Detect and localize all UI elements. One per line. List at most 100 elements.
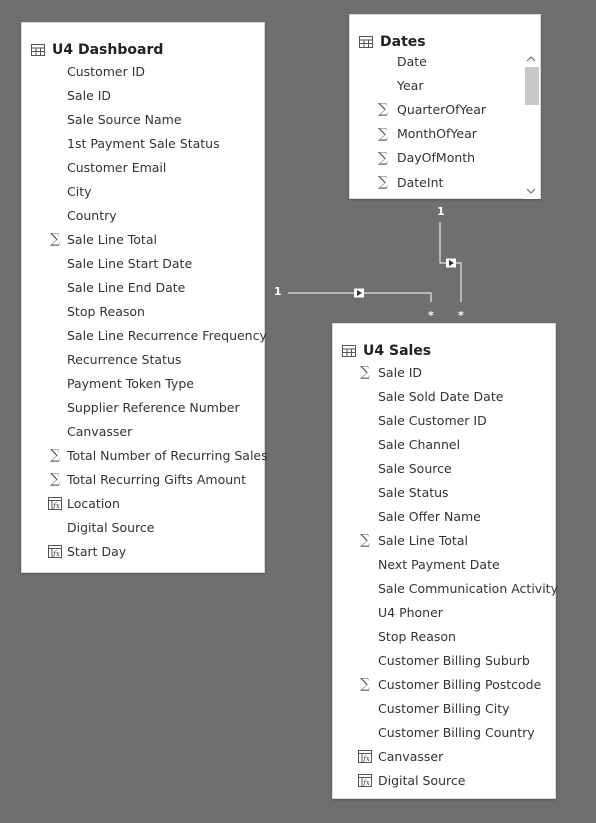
field-label: City [67,183,92,199]
field-row[interactable]: Canvasser [22,421,264,441]
field-row[interactable]: Next Payment Date [333,554,555,574]
table-icon [31,44,45,56]
field-row[interactable]: ∑Sale Line Total [333,530,555,550]
scroll-down-icon[interactable] [523,183,539,199]
field-label: Sale Source Name [67,111,182,127]
field-row[interactable]: Sale Source [333,458,555,478]
field-label: Customer Billing Postcode [378,676,542,692]
field-label: Customer Billing Suburb [378,652,530,668]
field-label: Recurrence Status [67,351,182,367]
field-row[interactable]: Date [350,51,540,71]
sigma-icon: ∑ [378,125,388,142]
field-row[interactable]: Customer Email [22,157,264,177]
field-row[interactable]: ∑QuarterOfYear [350,99,540,119]
field-row[interactable]: Sale ID [22,85,264,105]
field-row[interactable]: Payment Token Type [22,373,264,393]
field-label: Customer Billing City [378,700,510,716]
field-label: 1st Payment Sale Status [67,135,220,151]
field-row[interactable]: Sale Status [333,482,555,502]
table-header[interactable]: Dates [359,31,426,53]
field-label: Stop Reason [67,303,145,319]
calculated-column-icon: fx [48,496,62,510]
field-row[interactable]: Stop Reason [22,301,264,321]
field-label: Sale Offer Name [378,508,481,524]
field-row[interactable]: City [22,181,264,201]
cardinality-many-sales-right: * [458,309,464,322]
field-row[interactable]: ∑ Customer Billing Postcode [333,674,555,694]
field-label: DateInt [397,174,444,190]
field-row[interactable]: fx Digital Source [333,770,555,790]
field-label: Digital Source [67,519,155,535]
calculated-column-icon: fx [358,749,372,763]
field-label: Payment Token Type [67,375,194,391]
scroll-up-icon[interactable] [523,51,539,67]
field-row[interactable]: Sale Channel [333,434,555,454]
field-label: Stop Reason [378,628,456,644]
field-row[interactable]: Sale Offer Name [333,506,555,526]
field-label: Customer Email [67,159,167,175]
field-row[interactable]: ∑ DateInt [350,172,540,192]
field-row[interactable]: Year [350,75,540,95]
svg-text:fx: fx [362,779,370,787]
sigma-icon: ∑ [360,676,370,692]
field-label: Date [397,53,427,69]
field-label: U4 Phoner [378,604,443,620]
table-header[interactable]: U4 Sales [342,340,431,362]
table-header[interactable]: U4 Dashboard [31,39,163,61]
field-row[interactable]: Sale Customer ID [333,410,555,430]
field-label: Total Recurring Gifts Amount [67,471,246,487]
field-row[interactable]: U4 Phoner [333,602,555,622]
field-label: Supplier Reference Number [67,399,240,415]
field-row[interactable]: Sale Line Recurrence Frequency [22,325,267,345]
field-row[interactable]: Sale Sold Date Date [333,386,555,406]
sigma-icon: ∑ [378,174,388,190]
calculated-column-icon: fx [48,544,62,558]
field-row[interactable]: Customer Billing Country [333,722,555,742]
table-title: Dates [380,34,426,50]
field-row[interactable]: Customer Billing Suburb [333,650,555,670]
scrollbar[interactable] [523,49,539,199]
relationship-line-dashboard-sales[interactable] [288,292,432,302]
field-row[interactable]: Customer ID [22,61,264,81]
field-row[interactable]: Sale Line Start Date [22,253,264,273]
field-row[interactable]: Customer Billing City [333,698,555,718]
field-row[interactable]: ∑ DayOfMonth [350,148,540,168]
field-label: QuarterOfYear [397,101,486,117]
field-row[interactable]: Supplier Reference Number [22,397,264,417]
field-row[interactable]: Sale Communication Activity [333,578,558,598]
field-row[interactable]: ∑Total Number of Recurring Sales [22,445,268,465]
field-label: Sale Line End Date [67,279,186,295]
field-label: Sale Line Total [67,231,157,247]
field-row[interactable]: Sale Line End Date [22,277,264,297]
field-row[interactable]: Country [22,205,264,225]
field-label: Sale Channel [378,436,461,452]
scroll-thumb[interactable] [525,67,539,105]
field-row[interactable]: Recurrence Status [22,349,264,369]
field-row[interactable]: ∑Sale ID [333,362,555,382]
field-label: Digital Source [378,772,466,788]
table-card-u4-dashboard[interactable]: U4 Dashboard Customer ID Sale ID Sale Sour… [21,22,268,573]
sigma-icon: ∑ [360,364,370,380]
field-row[interactable]: ∑MonthOfYear [350,124,540,144]
table-title: U4 Sales [363,343,432,359]
field-row[interactable]: Sale Source Name [22,109,264,129]
field-label: Sale Communication Activity [378,580,558,596]
field-row[interactable]: Digital Source [22,517,264,537]
field-row[interactable]: ∑Total Recurring Gifts Amount [22,469,264,489]
field-row[interactable]: ∑ Sale Line Total [22,229,264,249]
field-label: Sale Customer ID [378,412,487,428]
sigma-icon: ∑ [50,231,60,247]
field-label: DayOfMonth [397,150,476,166]
field-label: Sale Source [378,460,452,476]
field-row[interactable]: 1st Payment Sale Status [22,133,264,153]
field-label: Canvasser [67,423,133,439]
field-label: Sale ID [67,87,112,103]
sigma-icon: ∑ [378,149,388,166]
field-row[interactable]: Stop Reason [333,626,555,646]
table-icon [359,36,373,48]
